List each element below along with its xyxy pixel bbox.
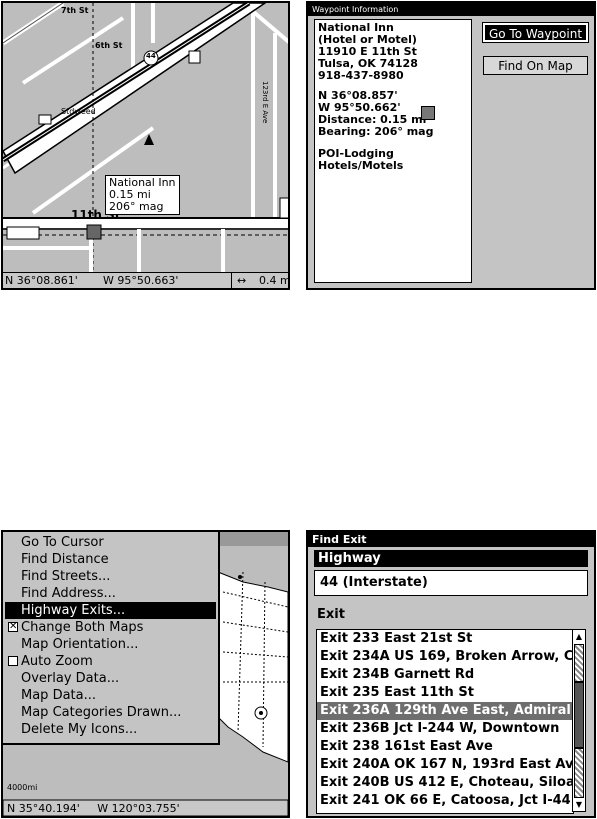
street-label-diagonal: Stdweed: [61, 107, 96, 116]
exit-list-item[interactable]: Exit 238 161st East Ave: [320, 739, 493, 754]
detail-line: Bearing: 206° mag: [318, 125, 434, 138]
scrollbar-track-upper[interactable]: [574, 644, 584, 682]
detail-line: Tulsa, OK 74128: [318, 57, 418, 70]
exit-list-scrollbar[interactable]: ▲ ▼: [572, 629, 586, 812]
exit-list-item[interactable]: Exit 240A OK 167 N, 193rd East Av: [320, 757, 573, 772]
popup-bearing: 206° mag: [109, 200, 164, 213]
find-exit-screen: Find Exit Highway 44 (Interstate) Exit E…: [306, 530, 596, 818]
menu-item-label: Change Both Maps: [21, 620, 144, 635]
detail-line: W 95°50.662': [318, 101, 401, 114]
detail-line: POI-Lodging: [318, 147, 394, 160]
status-longitude: W 95°50.663': [103, 274, 179, 287]
detail-line: 11910 E 11th St: [318, 45, 417, 58]
menu-item-map-data[interactable]: Map Data...: [21, 688, 97, 703]
waypoint-details: National Inn (Hotel or Motel) 11910 E 11…: [314, 19, 472, 283]
map-scale: 4000mi: [7, 783, 38, 792]
menu-item-delete-icons[interactable]: Delete My Icons...: [21, 722, 138, 737]
detail-line: (Hotel or Motel): [318, 33, 417, 46]
map-screen[interactable]: 7th St 6th St 44 Stdweed 11th St 123rd E…: [1, 1, 290, 290]
window-title: Waypoint Information: [308, 3, 594, 16]
status-latitude: N 35°40.194': [7, 802, 80, 815]
map-context-menu: Go To Cursor Find Distance Find Streets.…: [3, 532, 220, 745]
go-to-waypoint-button[interactable]: Go To Waypoint: [482, 22, 589, 43]
unchecked-checkbox-icon[interactable]: [8, 656, 18, 666]
scrollbar-thumb[interactable]: [574, 682, 584, 748]
window-title: Find Exit: [308, 532, 594, 547]
interstate-shield-label: 44: [146, 52, 156, 60]
waypoint-info-screen: Waypoint Information National Inn (Hotel…: [306, 1, 596, 290]
street-label-6th: 6th St: [95, 41, 123, 50]
street-label-123rd: 123rd E Ave: [261, 81, 269, 124]
detail-line: Hotels/Motels: [318, 159, 404, 172]
exit-list-item[interactable]: Exit 233 East 21st St: [320, 631, 473, 646]
waypoint-popup[interactable]: National Inn 0.15 mi 206° mag: [105, 175, 180, 215]
popup-name: National Inn: [109, 176, 176, 189]
exit-list-item[interactable]: Exit 234B Garnett Rd: [320, 667, 475, 682]
exit-list-item[interactable]: Exit 235 East 11th St: [320, 685, 474, 700]
street-label-7th: 7th St: [61, 6, 89, 15]
menu-item-label: Auto Zoom: [21, 654, 93, 669]
scrollbar-track-lower[interactable]: [574, 748, 584, 798]
exit-list-item[interactable]: Exit 241 OK 66 E, Catoosa, Jct I-44: [320, 793, 571, 808]
menu-item-go-to-cursor[interactable]: Go To Cursor: [21, 535, 104, 550]
hotel-icon: [421, 106, 435, 120]
status-divider: [231, 273, 232, 288]
zoom-arrow-icon: ↔: [237, 274, 247, 287]
exit-list[interactable]: Exit 233 East 21st St Exit 234A US 169, …: [316, 629, 574, 814]
find-on-map-button[interactable]: Find On Map: [483, 56, 588, 75]
exit-list-item[interactable]: Exit 236B Jct I-244 W, Downtown: [320, 721, 560, 736]
exit-section-label: Exit: [317, 607, 345, 622]
menu-item-auto-zoom[interactable]: Auto Zoom: [5, 653, 216, 670]
exit-list-item[interactable]: Exit 234A US 169, Broken Arrow, C: [320, 649, 573, 664]
popup-distance: 0.15 mi: [109, 188, 151, 201]
menu-item-map-categories[interactable]: Map Categories Drawn...: [21, 705, 182, 720]
scroll-down-arrow-icon[interactable]: ▼: [575, 800, 583, 809]
status-latitude: N 36°08.861': [5, 274, 78, 287]
scroll-up-arrow-icon[interactable]: ▲: [575, 632, 583, 641]
highway-field[interactable]: 44 (Interstate): [314, 570, 588, 596]
menu-item-find-distance[interactable]: Find Distance: [21, 552, 109, 567]
menu-item-find-address[interactable]: Find Address...: [21, 586, 116, 601]
menu-item-change-both-maps[interactable]: ✕ Change Both Maps: [5, 619, 216, 636]
menu-item-find-streets[interactable]: Find Streets...: [21, 569, 111, 584]
exit-list-item-selected[interactable]: Exit 236A 129th Ave East, Admiral: [317, 702, 573, 720]
detail-line: Distance: 0.15 mi: [318, 113, 427, 126]
menu-item-highway-exits[interactable]: Highway Exits...: [5, 602, 216, 619]
highway-section-header: Highway: [314, 550, 588, 567]
menu-status-bar: N 35°40.194' W 120°03.755': [7, 801, 180, 816]
map-status-bar: N 36°08.861' W 95°50.663' ↔ 0.4 mi: [3, 272, 288, 288]
detail-line: 918-437-8980: [318, 69, 404, 82]
exit-list-item[interactable]: Exit 240B US 412 E, Choteau, Siloan: [320, 775, 573, 790]
status-longitude: W 120°03.755': [97, 802, 180, 815]
detail-line: National Inn: [318, 21, 394, 34]
street-map[interactable]: [3, 3, 290, 290]
map-menu-screen[interactable]: 4000mi N 35°40.194' W 120°03.755' Go To …: [1, 530, 290, 818]
checked-checkbox-icon[interactable]: ✕: [8, 621, 18, 632]
menu-item-map-orientation[interactable]: Map Orientation...: [21, 637, 139, 652]
detail-line: N 36°08.857': [318, 89, 398, 102]
menu-item-overlay-data[interactable]: Overlay Data...: [21, 671, 120, 686]
status-zoom: 0.4 mi: [259, 274, 290, 287]
